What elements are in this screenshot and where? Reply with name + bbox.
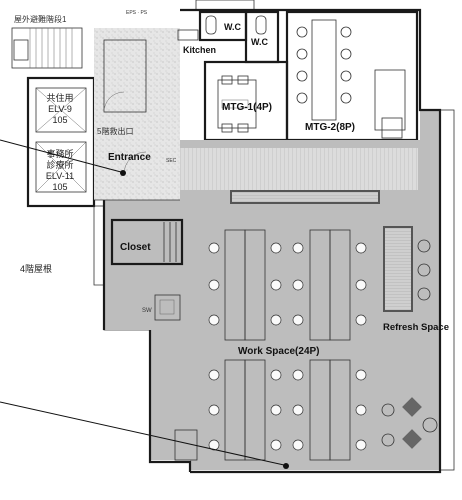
wc-left-label: W.C	[224, 22, 241, 32]
work-space-leader-line	[0, 401, 285, 466]
sec-label: SEC	[166, 158, 177, 164]
outdoor-stair	[11, 27, 83, 69]
mtg-1-label: MTG-1(4P)	[222, 102, 272, 113]
entrance-leader-line	[0, 139, 122, 173]
refresh-space	[381, 226, 438, 449]
stair-label: 屋外避難階段1	[14, 14, 67, 24]
elevator-11-number: 105	[52, 182, 67, 192]
rescue-exit-label: 5階救出口	[97, 126, 133, 136]
kitchen-label: Kitchen	[183, 45, 216, 55]
elevator-9-number: 105	[52, 115, 67, 125]
work-chairs	[208, 242, 367, 451]
service-boxes	[154, 294, 198, 461]
wc-right-label: W.C	[251, 37, 268, 47]
office-floor	[104, 110, 440, 470]
work-space-marker	[283, 463, 289, 469]
eps-label: EPS · PS	[126, 10, 148, 16]
sw-label: SW	[142, 308, 152, 314]
closet-room	[110, 218, 184, 266]
right-balcony	[439, 109, 455, 471]
mtg-2-label: MTG-2(8P)	[305, 122, 355, 133]
elevator-9-name: ELV-9	[48, 104, 72, 114]
elevator-11-title-2: 診療所	[46, 159, 73, 170]
elevator-9-title: 共住用	[46, 92, 73, 103]
refresh-space-label: Refresh Space	[383, 322, 449, 333]
entrance-marker	[120, 170, 126, 176]
outer-walls	[94, 8, 442, 474]
entrance-hall	[94, 28, 180, 200]
roof-label: 4階屋根	[20, 263, 52, 274]
work-space-label: Work Space(24P)	[238, 346, 320, 357]
closet-label: Closet	[120, 242, 151, 253]
mtg-2-room	[285, 10, 419, 142]
work-desks	[224, 229, 351, 461]
elevator-11-title-1: 事務所	[46, 148, 73, 159]
entrance-label: Entrance	[108, 152, 151, 163]
elevator-11-name: ELV-11	[46, 171, 74, 181]
